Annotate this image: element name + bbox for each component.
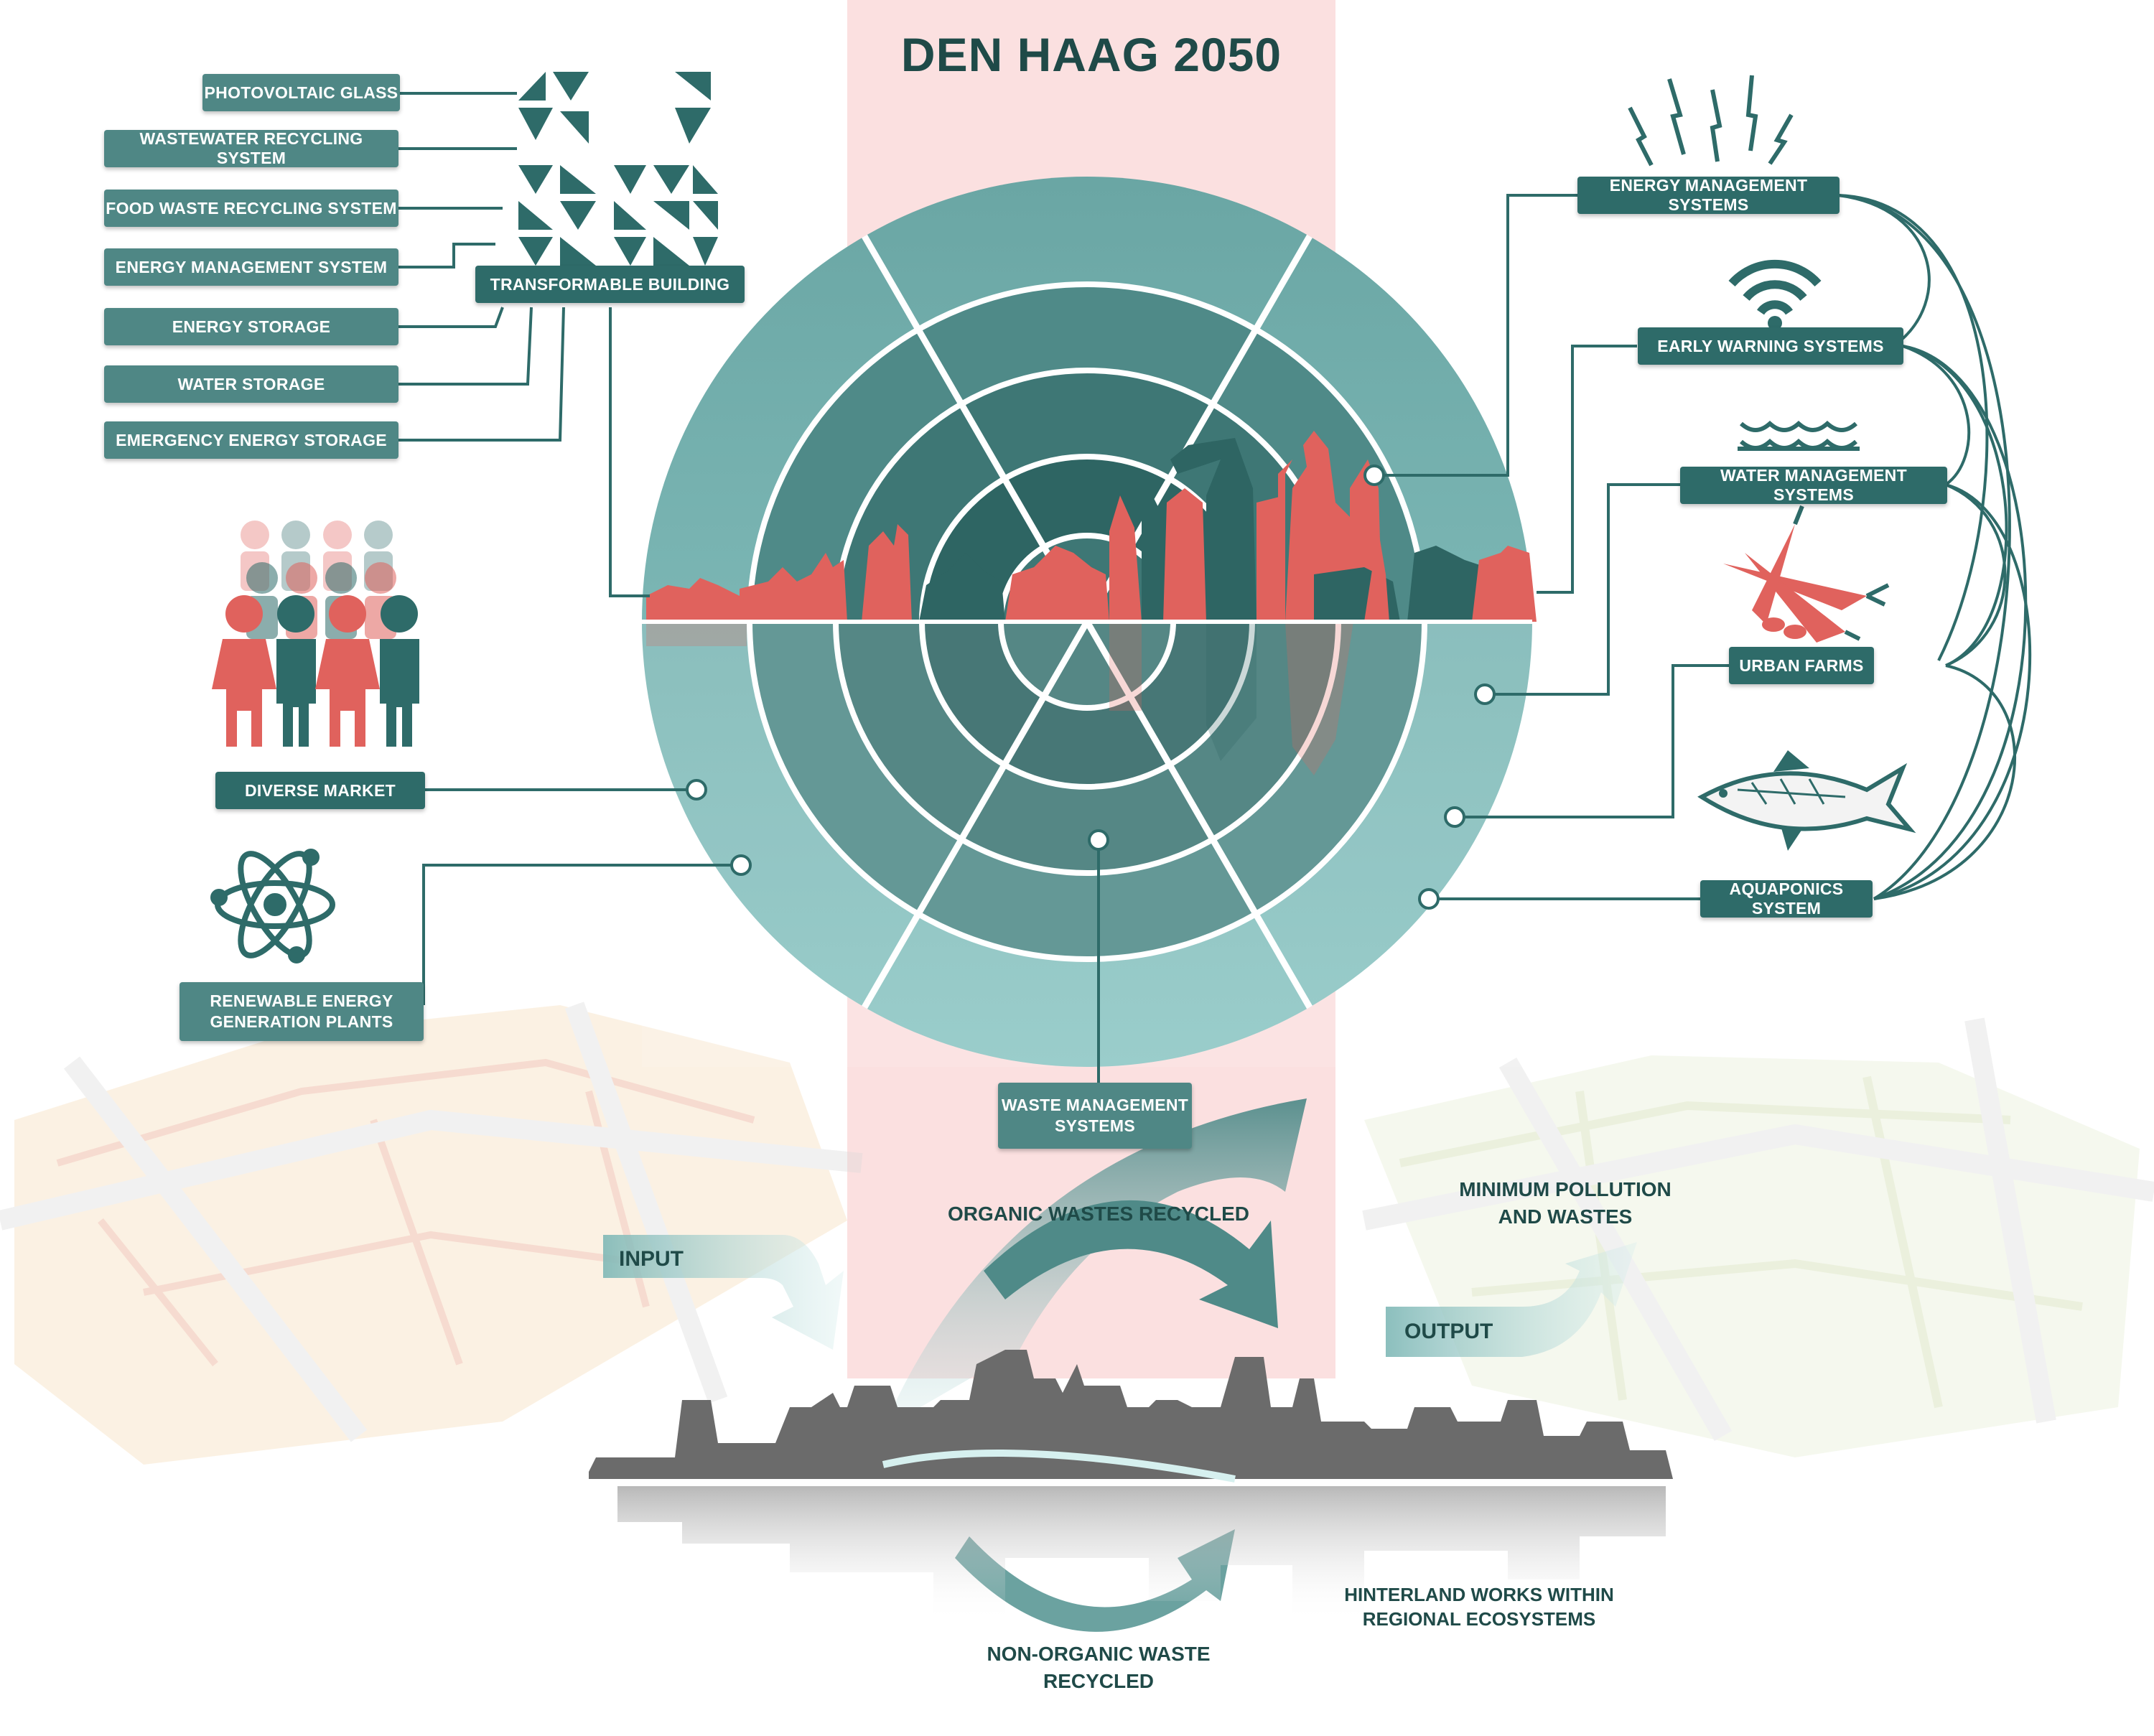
label-transformable-building: TRANSFORMABLE BUILDING	[475, 266, 745, 303]
wifi-dot	[1768, 316, 1782, 330]
faded-map-left	[0, 1002, 863, 1465]
output-arrow	[1386, 1242, 1637, 1357]
atom-icon	[210, 849, 335, 963]
organic-arrow	[883, 1098, 1307, 1429]
fish-icon	[1697, 750, 1916, 851]
waves-icon	[1738, 420, 1860, 451]
non-organic-arrow	[955, 1529, 1235, 1632]
text-non-organic-line1: NON-ORGANIC WASTE	[987, 1643, 1211, 1665]
text-min-pollution-line2: AND WASTES	[1498, 1205, 1633, 1228]
gray-skyline	[589, 1350, 1673, 1483]
text-hinterland: HINTERLAND WORKS WITHIN REGIONAL ECOSYST…	[1335, 1582, 1623, 1631]
triangle-building-icon	[518, 72, 718, 266]
text-hinterland-line1: HINTERLAND WORKS WITHIN	[1344, 1584, 1614, 1605]
label-renewable-energy: RENEWABLE ENERGY GENERATION PLANTS	[180, 982, 424, 1041]
text-non-organic: NON-ORGANIC WASTE RECYCLED	[962, 1641, 1235, 1695]
label-waste-management-line1: WASTE MANAGEMENT	[1001, 1096, 1189, 1114]
label-water-storage: WATER STORAGE	[104, 365, 398, 403]
label-urban-farms: URBAN FARMS	[1729, 647, 1874, 684]
right-connectors	[1097, 194, 2032, 1091]
wheel-skyline-reflection	[646, 622, 1353, 775]
text-non-organic-line2: RECYCLED	[1043, 1670, 1154, 1692]
skyline-reflection	[617, 1486, 1666, 1623]
label-water-management-systems: WATER MANAGEMENT SYSTEMS	[1680, 466, 1947, 504]
label-wastewater-recycling: WASTEWATER RECYCLING SYSTEM	[104, 129, 398, 167]
text-min-pollution-line1: MINIMUM POLLUTION	[1459, 1178, 1672, 1200]
label-aquaponics-system: AQUAPONICS SYSTEM	[1700, 879, 1873, 918]
organic-curve-arrow	[984, 1200, 1278, 1328]
text-min-pollution: MINIMUM POLLUTION AND WASTES	[1443, 1176, 1687, 1231]
lightning-icon	[1628, 75, 1794, 167]
text-organic-wastes: ORGANIC WASTES RECYCLED	[947, 1203, 1250, 1225]
text-output: OUTPUT	[1404, 1320, 1493, 1343]
page-title: DEN HAAG 2050	[900, 28, 1282, 81]
label-early-warning-systems: EARLY WARNING SYSTEMS	[1638, 327, 1903, 365]
label-waste-management-line2: SYSTEMS	[1054, 1116, 1135, 1135]
text-hinterland-line2: REGIONAL ECOSYSTEMS	[1362, 1608, 1596, 1630]
label-emergency-energy-storage: EMERGENCY ENERGY STORAGE	[104, 421, 398, 459]
label-energy-management-systems: ENERGY MANAGEMENT SYSTEMS	[1577, 176, 1840, 214]
connector-dots	[686, 465, 1496, 910]
label-renewable-energy-line1: RENEWABLE ENERGY	[210, 991, 393, 1010]
text-input: INPUT	[619, 1247, 684, 1271]
label-waste-management-systems: WASTE MANAGEMENT SYSTEMS	[998, 1083, 1192, 1149]
left-connectors	[398, 92, 734, 1005]
faded-map-right	[1362, 1017, 2154, 1457]
label-renewable-energy-line2: GENERATION PLANTS	[210, 1012, 393, 1031]
wifi-icon	[1728, 259, 1822, 315]
carrot-icon	[1723, 505, 1890, 643]
wheel-skyline	[646, 431, 1537, 622]
label-energy-storage: ENERGY STORAGE	[104, 308, 398, 345]
label-photovoltaic-glass: PHOTOVOLTAIC GLASS	[202, 74, 400, 111]
label-energy-management-system: ENERGY MANAGEMENT SYSTEM	[104, 248, 398, 286]
input-arrow	[603, 1235, 844, 1350]
label-food-waste-recycling: FOOD WASTE RECYCLING SYSTEM	[104, 190, 398, 227]
people-icon	[212, 521, 419, 747]
label-diverse-market: DIVERSE MARKET	[215, 772, 425, 809]
